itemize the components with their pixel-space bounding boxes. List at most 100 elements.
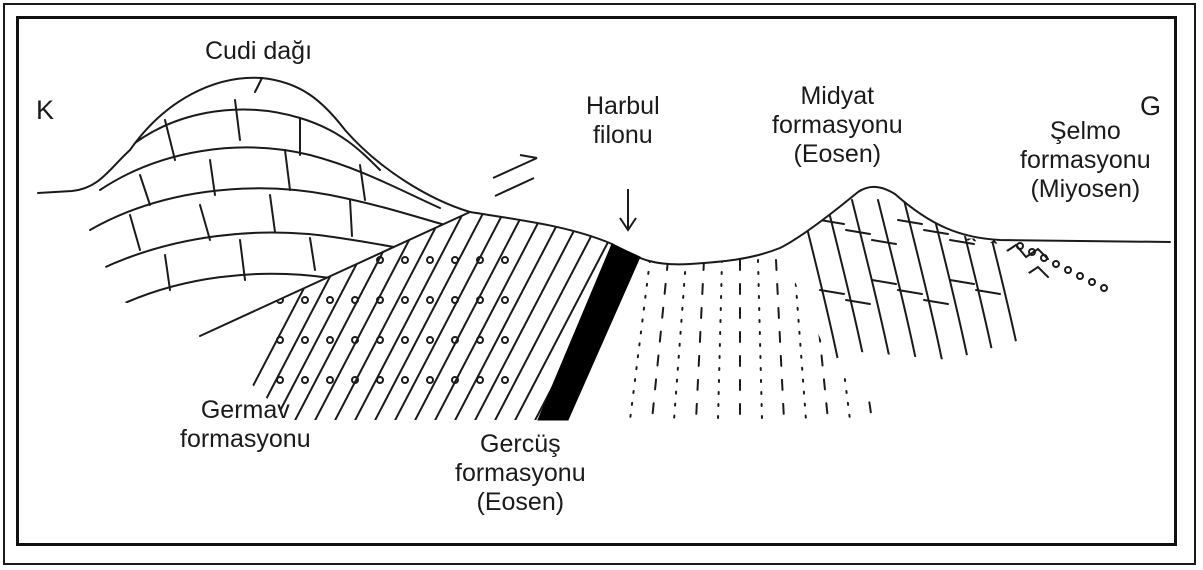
conglomerate-pebble xyxy=(377,257,383,263)
gercus-bed-line xyxy=(630,260,650,420)
conglomerate-pebble xyxy=(377,377,383,383)
midyat-bed xyxy=(982,200,1022,370)
selmo-pebble xyxy=(1017,243,1023,249)
conglomerate-pebble xyxy=(502,297,508,303)
limestone-joint xyxy=(255,78,262,92)
conglomerate-pebble xyxy=(402,337,408,343)
conglomerate-pebble xyxy=(402,297,408,303)
gercus-bed-line xyxy=(776,260,784,420)
midyat-bed xyxy=(956,200,996,370)
midyat-bed xyxy=(904,200,944,370)
gercus-label: Gercüşformasyonu(Eosen) xyxy=(455,430,586,517)
conglomerate-pebble xyxy=(427,297,433,303)
conglomerate-pebble xyxy=(402,377,408,383)
germav-bed-line xyxy=(610,200,730,430)
selmo-pebble xyxy=(1077,273,1083,279)
selmo-pebble xyxy=(1089,279,1095,285)
conglomerate-pebble xyxy=(427,257,433,263)
conglomerate-pebble xyxy=(477,257,483,263)
north-label: K xyxy=(36,96,54,125)
midyat-joint xyxy=(976,220,1000,224)
limestone-joint xyxy=(360,165,365,200)
conglomerate-pebble xyxy=(327,337,333,343)
conglomerate-pebble xyxy=(502,257,508,263)
germav-bed-line xyxy=(350,200,470,430)
gercus-beds xyxy=(630,260,872,420)
germav-bed-line xyxy=(370,200,490,430)
conglomerate-pebble xyxy=(352,257,358,263)
conglomerate-pebble xyxy=(327,377,333,383)
midyat-limestone xyxy=(800,200,1022,370)
germav-bed-line xyxy=(390,200,510,430)
midyat-joint xyxy=(924,230,948,234)
limestone-joint xyxy=(235,100,240,140)
conglomerate-pebble xyxy=(302,257,308,263)
gercus-bed-line xyxy=(758,260,762,420)
midyat-bed xyxy=(826,200,866,370)
limestone-joint xyxy=(200,205,210,240)
conglomerate-pebble xyxy=(277,257,283,263)
selmo-beds xyxy=(960,237,1107,313)
conglomerate-pebble xyxy=(277,377,283,383)
thrust-arrow-lower xyxy=(495,178,534,196)
selmo-label: Şelmoformasyonu(Miyosen) xyxy=(1020,117,1151,204)
thrust-arrow-upper xyxy=(493,155,537,178)
gercus-bed-line xyxy=(718,260,722,420)
limestone-joint xyxy=(130,215,140,250)
cudi-label: Cudi dağı xyxy=(205,37,312,66)
conglomerate-pebble xyxy=(452,257,458,263)
midyat-bed xyxy=(852,200,892,370)
limestone-bed xyxy=(90,188,445,230)
conglomerate-pebble xyxy=(477,297,483,303)
conglomerate-pebble xyxy=(302,377,308,383)
limestone-joint xyxy=(140,175,150,205)
midyat-joint xyxy=(950,240,974,244)
conglomerate-pebble xyxy=(377,337,383,343)
midyat-joint xyxy=(846,300,870,304)
selmo-pebble xyxy=(1101,285,1107,291)
gercus-bed-line xyxy=(696,260,704,420)
midyat-joint xyxy=(950,280,974,284)
limestone-joint xyxy=(310,238,315,270)
conglomerate-pebble xyxy=(452,337,458,343)
limestone-joint xyxy=(350,200,352,236)
conglomerate-pebble xyxy=(352,297,358,303)
midyat-bed xyxy=(930,200,970,370)
limestone-joint xyxy=(270,195,275,232)
selmo-zigzag xyxy=(960,291,1048,313)
conglomerate-pebble xyxy=(402,257,408,263)
conglomerate-pebble xyxy=(377,297,383,303)
conglomerate-pebble xyxy=(302,297,308,303)
limestone-joint xyxy=(165,255,170,290)
midyat-joint xyxy=(846,230,870,234)
conglomerate-pebble xyxy=(502,377,508,383)
conglomerate-pebble xyxy=(502,337,508,343)
conglomerate-pebble xyxy=(452,297,458,303)
midyat-joint xyxy=(924,300,948,304)
selmo-pebble xyxy=(1041,255,1047,261)
conglomerate-pebble xyxy=(302,337,308,343)
limestone-bed xyxy=(95,233,420,272)
germav-bed-line xyxy=(430,200,550,430)
germav-bed-line xyxy=(310,200,430,430)
conglomerate-pebble xyxy=(352,337,358,343)
conglomerate-pebble xyxy=(277,337,283,343)
conglomerate-pebble xyxy=(477,337,483,343)
conglomerate-pebble xyxy=(427,377,433,383)
gercus-bed-line xyxy=(794,260,806,420)
conglomerate-pebble xyxy=(327,257,333,263)
midyat-joint xyxy=(872,240,896,244)
gercus-bed-line xyxy=(652,260,668,420)
gercus-bed-line xyxy=(674,260,686,420)
conglomerate-pebble xyxy=(477,377,483,383)
conglomerate-pebble xyxy=(427,337,433,343)
limestone-joint xyxy=(210,160,215,195)
germav-bed-line xyxy=(330,200,450,430)
selmo-pebble xyxy=(1053,261,1059,267)
selmo-pebble xyxy=(1065,267,1071,273)
midyat-joint xyxy=(872,280,896,284)
